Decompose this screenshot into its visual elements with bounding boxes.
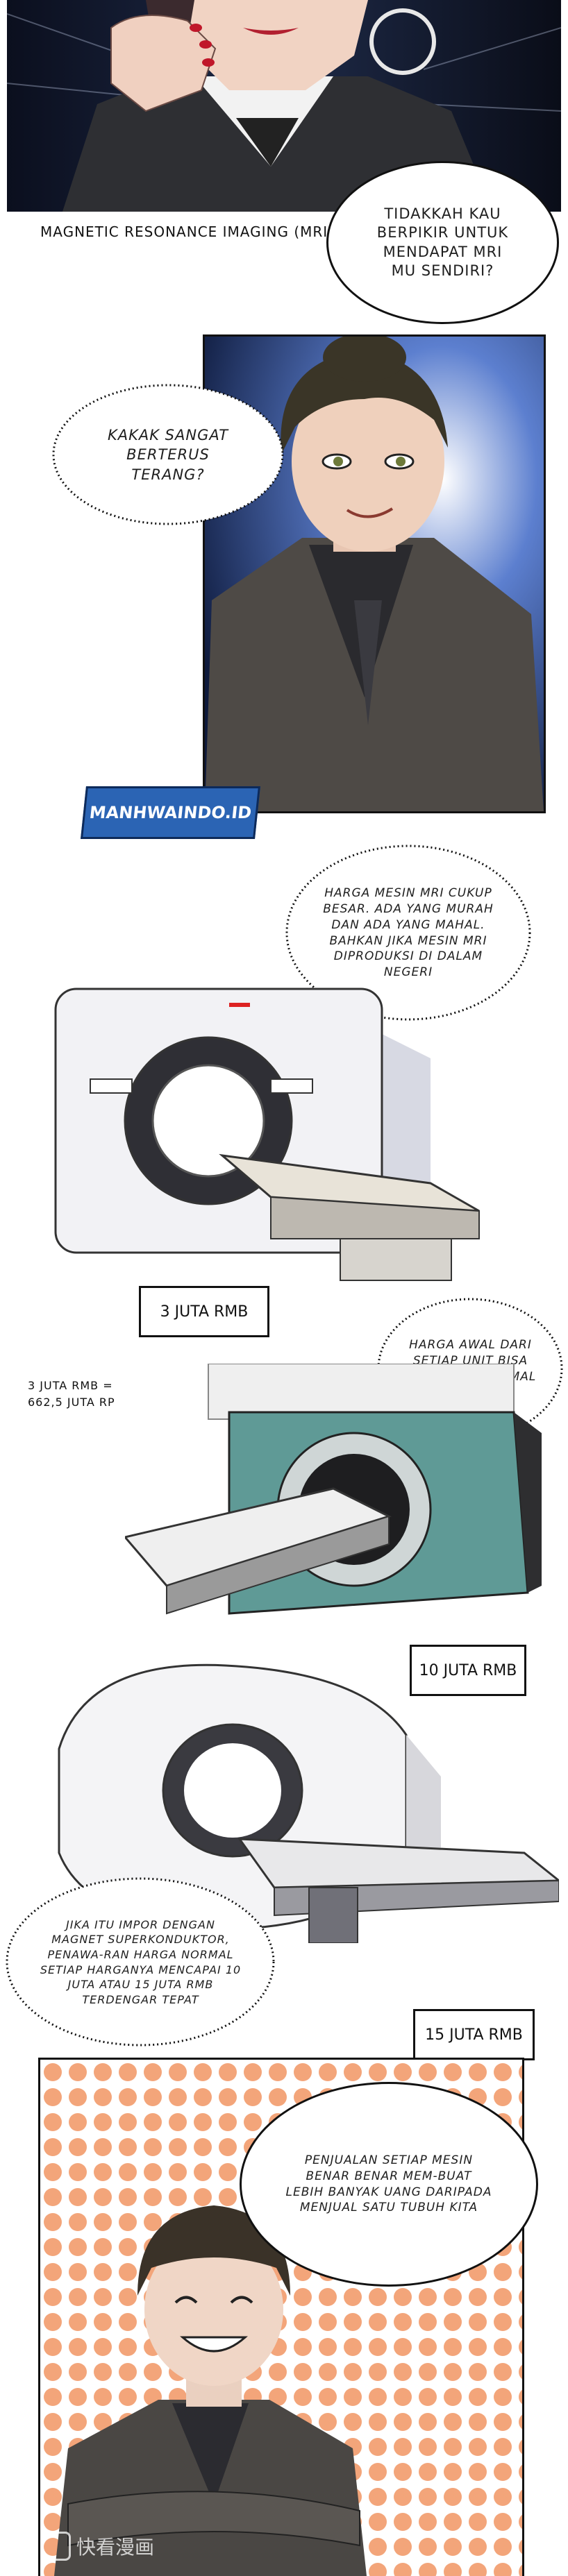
- mri-machine-2: [123, 1363, 542, 1641]
- conversion-note: 3 JUTA RMB = 662,5 JUTA RP: [28, 1379, 115, 1409]
- speech-bubble-2: KAKAK SANGAT BERTERUS TERANG?: [50, 380, 286, 529]
- speech-text-2: KAKAK SANGAT BERTERUS TERANG?: [107, 426, 229, 483]
- woman-portrait-illustration: [205, 337, 544, 811]
- price-label-1: 3 JUTA RMB: [139, 1286, 269, 1337]
- kuaikan-text: 快看漫画: [76, 2536, 155, 2559]
- mri-caption: MAGNETIC RESONANCE IMAGING (MRI): [40, 223, 335, 240]
- kuaikan-watermark: 快看漫画: [42, 2532, 154, 2561]
- mri-machine-2-illustration: [123, 1363, 542, 1615]
- speech-bubble-6: PENJUALAN SETIAP MESIN BENAR BENAR MEM-B…: [240, 2082, 538, 2287]
- spiky-bubble-shape-5: [6, 1877, 275, 2047]
- mri-machine-3: [45, 1652, 562, 1944]
- price-label-3: 15 JUTA RMB: [413, 2009, 535, 2060]
- mri-machine-1-illustration: [54, 988, 480, 1281]
- spiky-bubble-shape-3: [285, 845, 531, 1021]
- woman-illustration: [7, 0, 561, 212]
- speech-bubble-5: JIKA ITU IMPOR DENGAN MAGNET SUPERKONDUK…: [3, 1874, 278, 2051]
- mri-machine-3-illustration: [58, 1663, 562, 1944]
- speech-text-6: PENJUALAN SETIAP MESIN BENAR BENAR MEM-B…: [285, 2153, 492, 2215]
- panel-woman-top: [7, 0, 561, 212]
- speech-text-3: HARGA MESIN MRI CUKUP BESAR. ADA YANG MU…: [323, 886, 494, 980]
- speech-bubble-3: HARGA MESIN MRI CUKUP BESAR. ADA YANG MU…: [283, 841, 533, 1025]
- speech-text-1: TIDAKKAH KAU BERPIKIR UNTUK MENDAPAT MRI…: [376, 205, 509, 279]
- kuaikan-logo-icon: [42, 2532, 71, 2561]
- speech-text-5: JIKA ITU IMPOR DENGAN MAGNET SUPERKONDUK…: [40, 1917, 242, 2006]
- speech-bubble-1: TIDAKKAH KAU BERPIKIR UNTUK MENDAPAT MRI…: [326, 161, 559, 324]
- spiky-bubble-shape: [52, 384, 284, 525]
- manhwaindo-badge: MANHWAINDO.ID: [81, 786, 260, 839]
- price-label-2: 10 JUTA RMB: [410, 1645, 526, 1696]
- manhwaindo-text: MANHWAINDO.ID: [88, 803, 253, 822]
- mri-machine-1: [42, 975, 486, 1287]
